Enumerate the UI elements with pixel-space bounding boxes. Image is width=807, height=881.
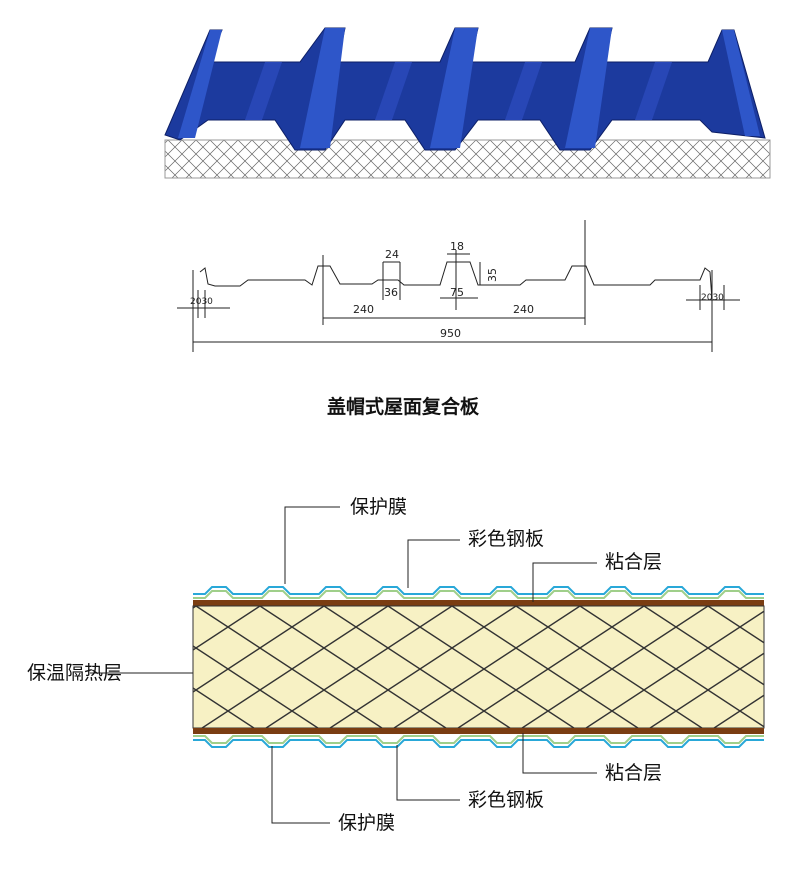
profile-dimension-labels: 24 18 35 36 75 240 240 950 2030 2030: [190, 240, 724, 340]
label-bottom-protective-film: 保护膜: [338, 812, 395, 834]
panel-rib-highlight: [178, 30, 222, 138]
panel-rib-highlight: [430, 28, 478, 148]
dim-75: 75: [450, 286, 464, 299]
top-protective-film: [193, 586, 764, 595]
dim-35: 35: [486, 268, 499, 282]
dim-950: 950: [440, 327, 461, 340]
panel-rib-highlight: [375, 62, 412, 120]
panel-rib-highlight: [505, 62, 542, 120]
bottom-protective-film: [193, 739, 764, 748]
dim-2030-right: 2030: [701, 293, 724, 303]
dim-24: 24: [385, 248, 399, 261]
label-top-adhesive: 粘合层: [605, 551, 662, 573]
insulation-core: [192, 605, 765, 729]
bottom-steel-sheet: [193, 735, 764, 744]
panel-rib-highlight: [635, 62, 672, 120]
label-top-color-steel: 彩色钢板: [468, 528, 544, 550]
bottom-adhesive-layer: [193, 728, 764, 734]
panel-rib-highlight: [565, 28, 612, 148]
dim-36: 36: [384, 286, 398, 299]
leader-lines: [90, 506, 597, 824]
dim-240-left: 240: [353, 303, 374, 316]
diagram-title: 盖帽式屋面复合板: [327, 395, 480, 418]
profile-outline: [199, 261, 713, 301]
dim-18: 18: [450, 240, 464, 253]
panel-rib-highlight: [245, 62, 282, 120]
label-bottom-color-steel: 彩色钢板: [468, 789, 544, 811]
top-steel-sheet: [193, 590, 764, 599]
dim-240-right: 240: [513, 303, 534, 316]
panel-foam-core: [164, 139, 771, 179]
label-bottom-adhesive: 粘合层: [605, 762, 662, 784]
layer-labels: 保护膜 彩色钢板 粘合层 保温隔热层 粘合层 彩色钢板 保护膜: [27, 496, 662, 834]
cross-section: [192, 586, 765, 748]
dim-2030-left: 2030: [190, 297, 213, 307]
panel-illustration: [164, 27, 771, 179]
panel-rib-highlight: [300, 28, 345, 148]
label-top-protective-film: 保护膜: [350, 496, 407, 518]
top-adhesive-layer: [193, 600, 764, 606]
profile-drawing: [177, 220, 740, 352]
panel-rib-highlight: [722, 30, 760, 136]
label-insulation: 保温隔热层: [27, 662, 122, 684]
